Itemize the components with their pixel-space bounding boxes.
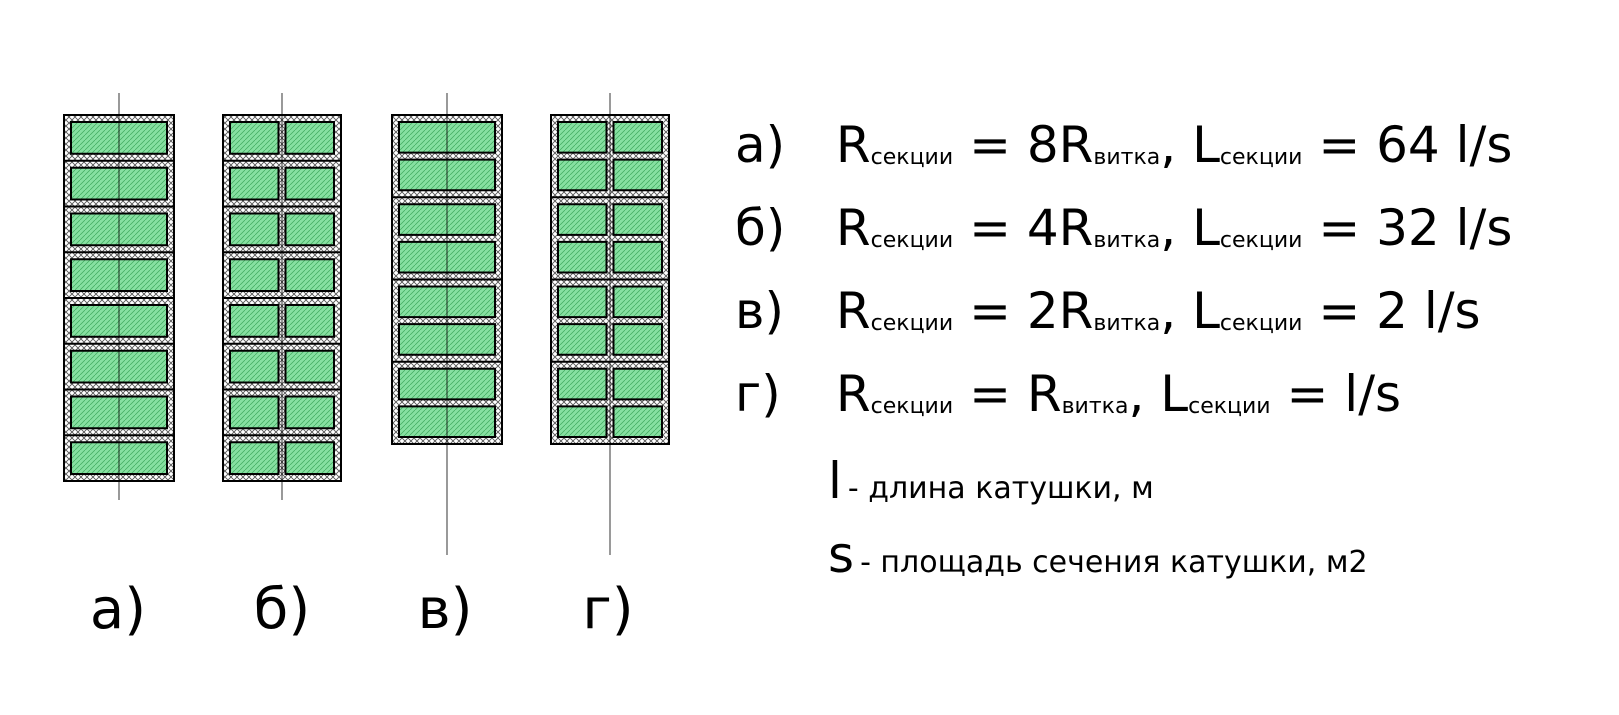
r-subscript: секции (870, 228, 954, 253)
turn-cell (557, 323, 608, 356)
coil-diagram (63, 93, 670, 555)
l-subscript: секции (1188, 394, 1271, 419)
r-equation: = 2R (969, 282, 1094, 340)
l-symbol: L (1160, 365, 1189, 423)
r-symbol: R (835, 199, 871, 257)
r2-subscript: витка (1093, 311, 1161, 336)
coil-caption-g: г) (582, 577, 634, 642)
turn-cell (229, 121, 280, 155)
l-symbol: L (1192, 116, 1220, 174)
r-symbol: R (835, 116, 871, 174)
legend-length: l- длина катушки, м (828, 456, 1154, 506)
turn-cell (612, 203, 663, 236)
turn-cell (557, 203, 608, 236)
turn-cell (612, 285, 663, 319)
l-symbol: L (1192, 199, 1220, 257)
l-equation: = 64 l/s (1318, 116, 1513, 174)
l-symbol: L (1192, 282, 1220, 340)
turn-cell (229, 304, 280, 338)
turn-cell (284, 395, 335, 430)
coil-caption-b: б) (253, 577, 311, 642)
coil-caption-v: в) (417, 577, 473, 642)
turn-cell (229, 212, 280, 247)
formula-a: а) Rсекции = 8Rвитка, Lсекции = 64 l/s (735, 116, 1513, 174)
l-subscript: секции (1219, 228, 1303, 253)
formula-b: б) Rсекции = 4Rвитка, Lсекции = 32 l/s (735, 199, 1513, 257)
turn-cell (612, 240, 663, 274)
formula-label: в) (735, 282, 784, 340)
turn-cell (284, 212, 335, 247)
legend-description: - площадь сечения катушки, м2 (860, 545, 1368, 580)
turn-cell (284, 121, 335, 155)
turn-cell (612, 158, 663, 192)
r2-subscript: витка (1093, 145, 1161, 170)
turn-cell (612, 405, 663, 438)
turn-cell (284, 304, 335, 338)
formula-v: в) Rсекции = 2Rвитка, Lсекции = 2 l/s (735, 282, 1481, 340)
turn-cell (557, 405, 608, 438)
legend-symbol: s (828, 526, 855, 584)
coil-caption-a: а) (89, 577, 147, 642)
r-subscript: секции (870, 394, 954, 419)
turn-cell (284, 349, 335, 384)
r-equation: = 8R (969, 116, 1094, 174)
turn-cell (612, 323, 663, 356)
r-subscript: секции (870, 311, 954, 336)
r2-subscript: витка (1061, 394, 1129, 419)
r-equation: = R (969, 365, 1062, 423)
l-subscript: секции (1219, 311, 1303, 336)
legend-symbol: l (828, 452, 842, 510)
legend-description: - длина катушки, м (847, 471, 1154, 506)
turn-cell (612, 121, 663, 154)
l-subscript: секции (1219, 145, 1303, 170)
l-equation: = 2 l/s (1318, 282, 1481, 340)
turn-cell (284, 258, 335, 292)
r-symbol: R (835, 282, 871, 340)
turn-cell (284, 166, 335, 201)
turn-cell (229, 441, 280, 475)
turn-cell (557, 367, 608, 401)
turn-cell (229, 258, 280, 292)
legend-area: s- площадь сечения катушки, м2 (828, 530, 1368, 580)
turn-cell (557, 158, 608, 192)
formula-g: г) Rсекции = Rвитка, Lсекции = l/s (735, 365, 1402, 423)
l-equation: = l/s (1286, 365, 1402, 423)
r-equation: = 4R (969, 199, 1094, 257)
turn-cell (557, 240, 608, 274)
turn-cell (229, 166, 280, 201)
turn-cell (612, 367, 663, 401)
turn-cell (557, 121, 608, 154)
turn-cell (557, 285, 608, 319)
r-subscript: секции (870, 145, 954, 170)
formula-label: б) (735, 199, 786, 257)
turn-cell (229, 349, 280, 384)
turn-cell (229, 395, 280, 430)
formula-label: г) (735, 365, 781, 423)
l-equation: = 32 l/s (1318, 199, 1513, 257)
r-symbol: R (835, 365, 871, 423)
r2-subscript: витка (1093, 228, 1161, 253)
formula-label: а) (735, 116, 786, 174)
turn-cell (284, 441, 335, 475)
